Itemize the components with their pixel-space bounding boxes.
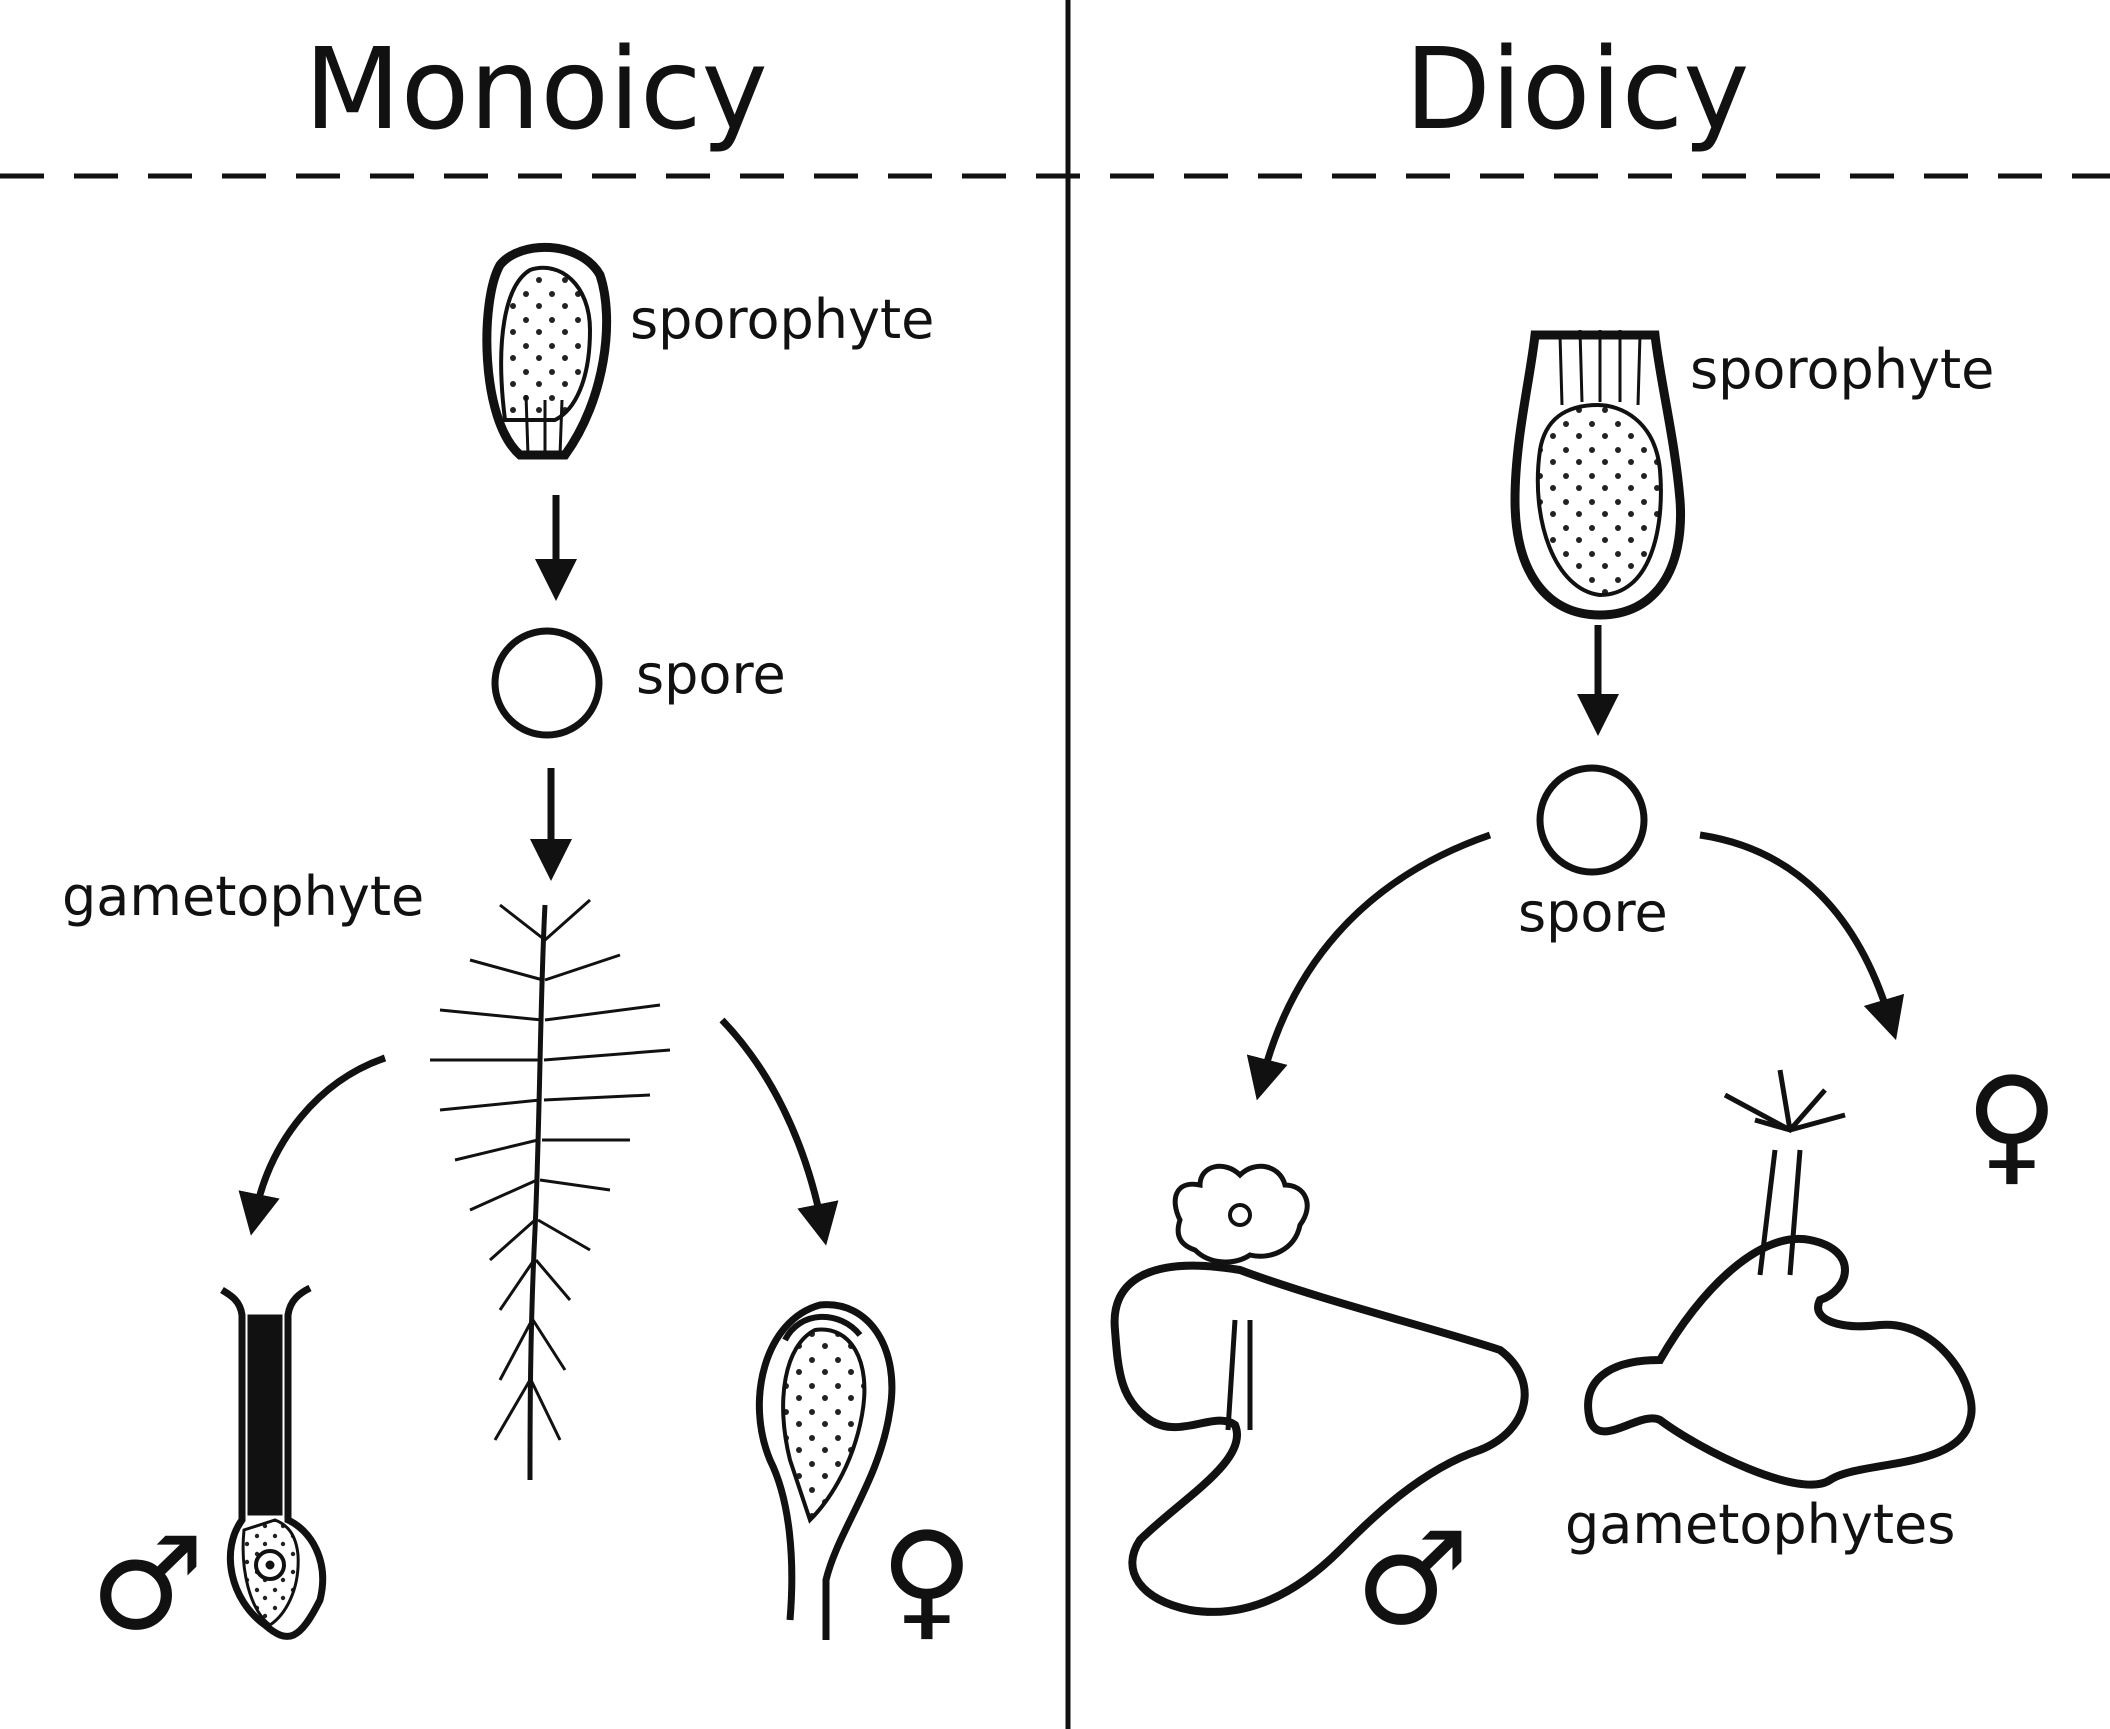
right-spore-illustration [1536,764,1648,876]
male-thallus-illustration [1110,1163,1529,1616]
female-thallus-illustration [1584,1069,1976,1489]
right-panel-title: Dioicy [1404,25,1750,155]
left-arrow-to-male [238,1054,387,1236]
right-spore-label: spore [1518,881,1668,944]
left-spore-illustration [491,627,603,739]
left-male-symbol: ♂ [90,1510,205,1659]
left-sporophyte-label: sporophyte [630,288,935,351]
right-sporophyte-illustration [1510,329,1686,620]
left-arrow-to-female [719,1017,839,1246]
right-arrow-to-female [1699,831,1905,1041]
right-male-symbol: ♂ [1355,1505,1470,1654]
left-sporophyte-illustration [482,242,612,460]
right-female-symbol: ♀ [1965,1050,2059,1199]
left-panel-title: Monoicy [304,25,768,155]
right-sporophyte-label: sporophyte [1690,338,1995,401]
antheridium-illustration [220,1284,327,1640]
left-female-symbol: ♀ [880,1505,974,1654]
left-gametophyte-label: gametophyte [62,865,425,928]
moss-gametophyte-illustration [430,898,671,1481]
archegonium-illustration [755,1301,896,1640]
right-arrow-to-male [1246,831,1492,1101]
right-gametophytes-label: gametophytes [1565,1493,1956,1556]
left-spore-label: spore [636,643,786,706]
